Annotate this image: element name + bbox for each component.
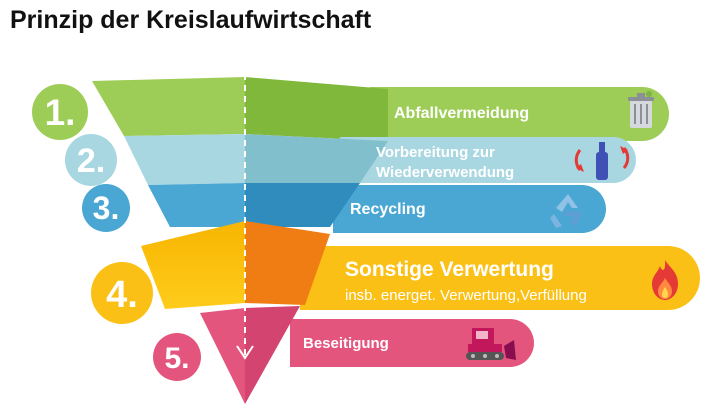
level-2-label-line2: Wiederverwendung xyxy=(376,164,514,181)
level-4-number: 4. xyxy=(106,274,138,316)
level-4-bar xyxy=(300,246,700,310)
level-3: 3. Recycling xyxy=(82,183,606,233)
down-arrow-icon xyxy=(236,345,254,360)
bulldozer-icon xyxy=(466,328,516,360)
level-5-number: 5. xyxy=(164,342,189,375)
level-2: 2. Vorbereitung zur Wiederverwendung xyxy=(65,134,636,186)
level-4-sublabel: insb. energet. Verwertung,Verfüllung xyxy=(345,287,587,304)
level-1: 1. Abfallvermeidung xyxy=(32,77,669,141)
level-4-funnel-segment-dark xyxy=(245,221,330,305)
level-5-funnel-segment-dark xyxy=(245,306,300,404)
level-3-label: Recycling xyxy=(350,201,426,218)
level-3-number: 3. xyxy=(93,190,120,226)
level-1-number: 1. xyxy=(45,92,76,133)
page-title: Prinzip der Kreislaufwirtschaft xyxy=(10,6,372,34)
level-5-funnel-segment xyxy=(200,308,245,404)
level-5: 5. Beseitigung xyxy=(153,306,534,404)
level-2-label-line1: Vorbereitung zur xyxy=(376,144,495,161)
level-4-label: Sonstige Verwertung xyxy=(345,258,554,281)
level-2-funnel-segment xyxy=(124,134,245,185)
fire-icon xyxy=(652,260,678,300)
level-4-funnel-segment xyxy=(141,221,245,309)
level-5-number-circle xyxy=(153,333,201,381)
level-3-funnel-segment-dark xyxy=(245,183,360,227)
level-3-number-circle xyxy=(82,184,130,232)
level-2-funnel-segment-dark xyxy=(245,134,388,183)
level-2-number-circle xyxy=(65,134,117,186)
level-1-funnel-segment-dark xyxy=(245,77,388,141)
level-3-funnel-segment xyxy=(148,183,245,227)
level-1-funnel-segment xyxy=(92,77,245,136)
level-4-number-circle xyxy=(91,262,153,324)
level-5-label: Beseitigung xyxy=(303,335,389,352)
level-2-number: 2. xyxy=(77,142,105,180)
trash-bin-icon xyxy=(628,91,654,128)
level-1-bar xyxy=(370,87,669,141)
level-2-bar xyxy=(340,137,636,183)
level-1-number-circle xyxy=(32,84,88,140)
recycle-icon xyxy=(550,194,582,228)
level-4: 4. Sonstige Verwertung insb. energet. Ve… xyxy=(91,221,700,324)
level-1-label: Abfallvermeidung xyxy=(394,105,529,122)
level-3-bar xyxy=(333,185,606,233)
bottle-reuse-icon xyxy=(574,142,630,180)
